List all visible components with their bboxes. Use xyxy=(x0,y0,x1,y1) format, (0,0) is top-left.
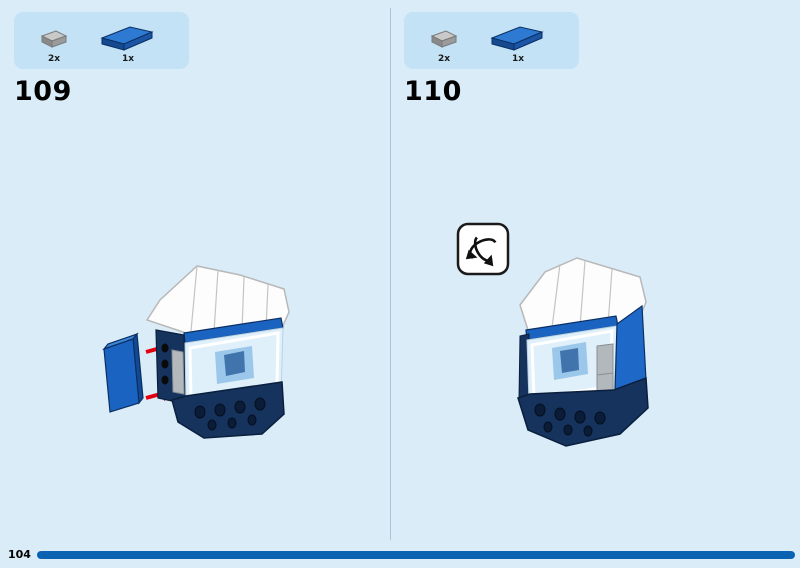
white-canopy xyxy=(519,257,647,331)
part-count: 2x xyxy=(47,54,61,64)
step-number-110: 110 xyxy=(404,76,462,107)
part-gray-slope: 2x xyxy=(28,16,80,67)
blue-slope-brick-icon xyxy=(490,26,544,51)
page-footer: 104 xyxy=(0,546,800,562)
blue-panel-piece xyxy=(102,332,144,413)
window-panel xyxy=(526,325,618,403)
gray-slope-brick-icon xyxy=(430,30,458,48)
rotate-model-icon xyxy=(456,222,510,276)
part-count: 1x xyxy=(511,54,525,64)
step-110: 2x 1x 110 xyxy=(390,0,800,540)
white-canopy xyxy=(145,265,290,334)
progress-bar xyxy=(37,551,795,559)
part-blue-slope: 1x xyxy=(86,16,170,67)
parts-callout-109: 2x 1x xyxy=(14,12,189,69)
part-gray-slope: 2x xyxy=(418,16,470,67)
step-number-109: 109 xyxy=(14,76,72,107)
column-divider xyxy=(390,8,391,540)
part-count: 2x xyxy=(437,54,451,64)
page-number: 104 xyxy=(8,548,31,561)
step-109-assembly-diagram xyxy=(102,265,290,439)
navy-base xyxy=(517,376,649,447)
part-count: 1x xyxy=(121,54,135,64)
navy-base xyxy=(171,381,285,439)
blue-slope-brick-icon xyxy=(100,26,154,51)
part-blue-slope: 1x xyxy=(476,16,560,67)
step-110-assembly-diagram xyxy=(456,222,649,447)
parts-callout-110: 2x 1x xyxy=(404,12,579,69)
step-109: 2x 1x 109 xyxy=(0,0,390,540)
gray-slope-brick-icon xyxy=(40,30,68,48)
left-stud-column xyxy=(155,329,187,405)
